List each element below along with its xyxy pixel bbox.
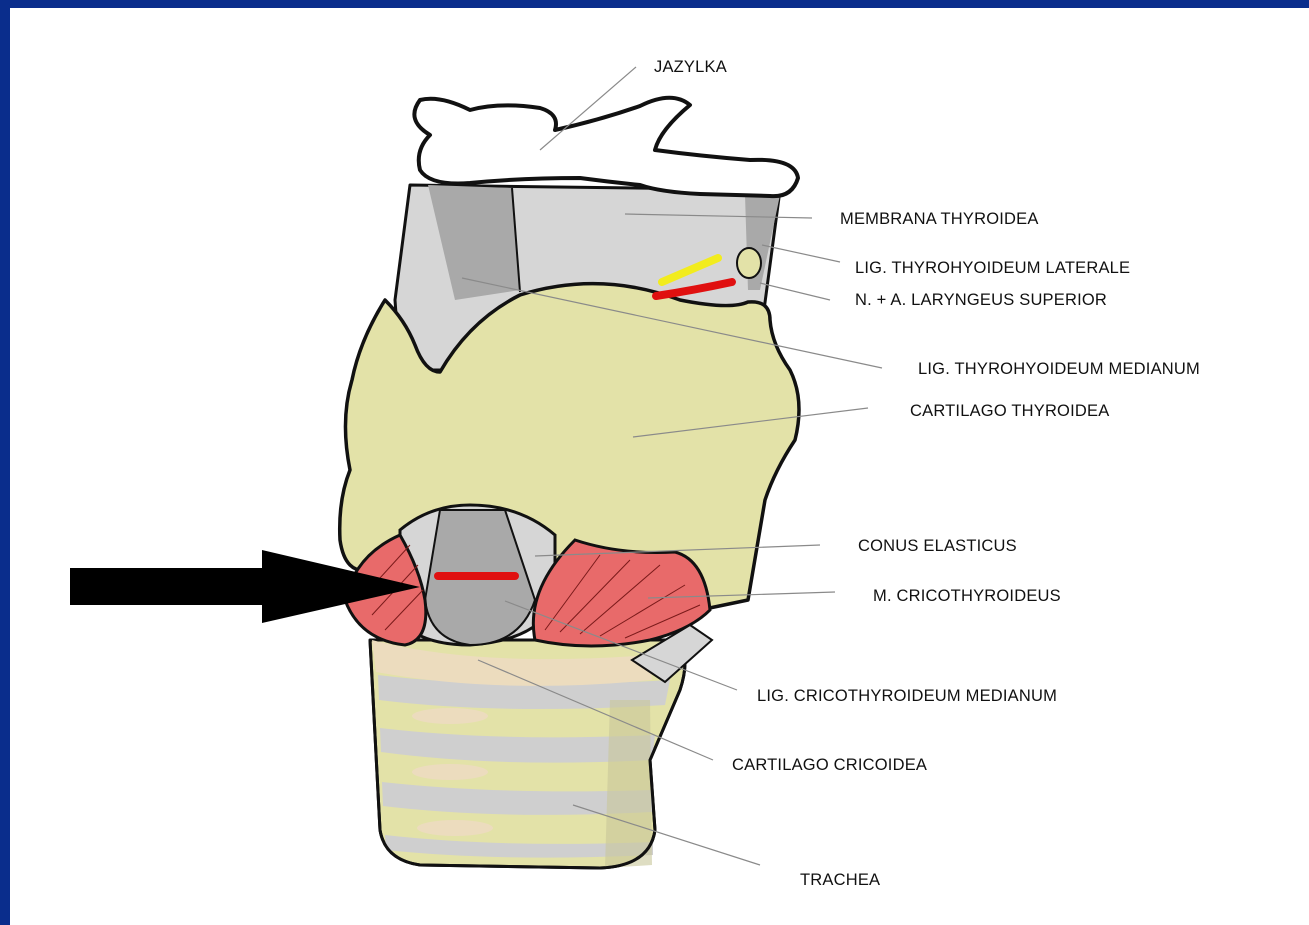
label-median-thyrohyoid-ligament: LIG. THYROHYOIDEUM MEDIANUM <box>918 360 1200 378</box>
label-conus-elasticus: CONUS ELASTICUS <box>858 537 1017 555</box>
label-thyroid-cartilage: CARTILAGO THYROIDEA <box>910 402 1109 420</box>
label-cricothyroid-muscle: M. CRICOTHYROIDEUS <box>873 587 1061 605</box>
label-cricothyroid-ligament: LIG. CRICOTHYROIDEUM MEDIANUM <box>757 687 1057 705</box>
label-cricoid-cartilage: CARTILAGO CRICOIDEA <box>732 756 927 774</box>
label-superior-laryngeal: N. + A. LARYNGEUS SUPERIOR <box>855 291 1107 309</box>
lateral-ligament-nodule <box>737 248 761 278</box>
label-thyrohyoid-membrane: MEMBRANA THYROIDEA <box>840 210 1039 228</box>
label-lateral-thyrohyoid-ligament: LIG. THYROHYOIDEUM LATERALE <box>855 259 1130 277</box>
hyoid-bone-shape <box>414 98 798 196</box>
label-hyoid: JAZYLKA <box>654 58 727 76</box>
label-trachea: TRACHEA <box>800 871 880 889</box>
trachea-shape <box>370 640 685 868</box>
